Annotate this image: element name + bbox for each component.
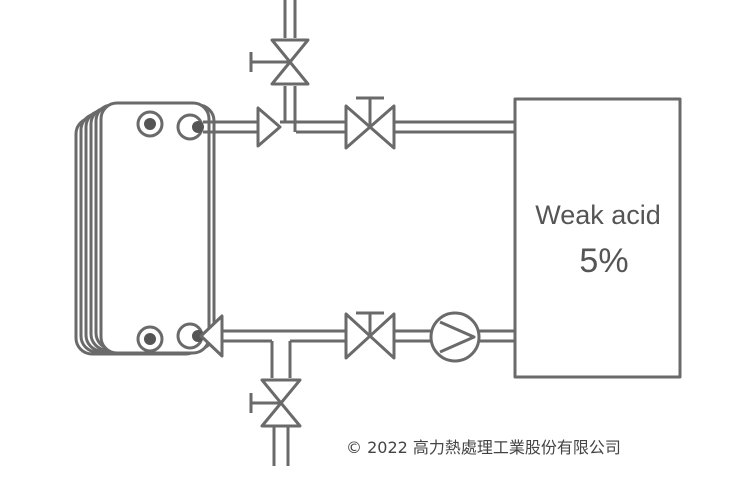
check-valve <box>256 106 282 148</box>
drain-branch-pipe <box>270 341 292 466</box>
circulation-pump <box>429 311 481 363</box>
tank-label: Weak acid <box>535 200 661 230</box>
supply-pipe <box>203 120 515 134</box>
plate-heat-exchanger <box>74 101 216 356</box>
vent-branch-pipe <box>283 0 297 132</box>
return-flow-arrow <box>199 314 224 358</box>
supply-gate-valve <box>344 96 396 150</box>
return-gate-valve <box>344 311 396 360</box>
storage-tank <box>513 97 682 379</box>
copyright-notice: © 2022 高力熱處理工業股份有限公司 <box>346 438 621 457</box>
return-pipe <box>222 329 515 343</box>
drain-valve <box>249 378 302 428</box>
tank-concentration: 5% <box>579 242 629 280</box>
vent-valve <box>249 38 310 86</box>
